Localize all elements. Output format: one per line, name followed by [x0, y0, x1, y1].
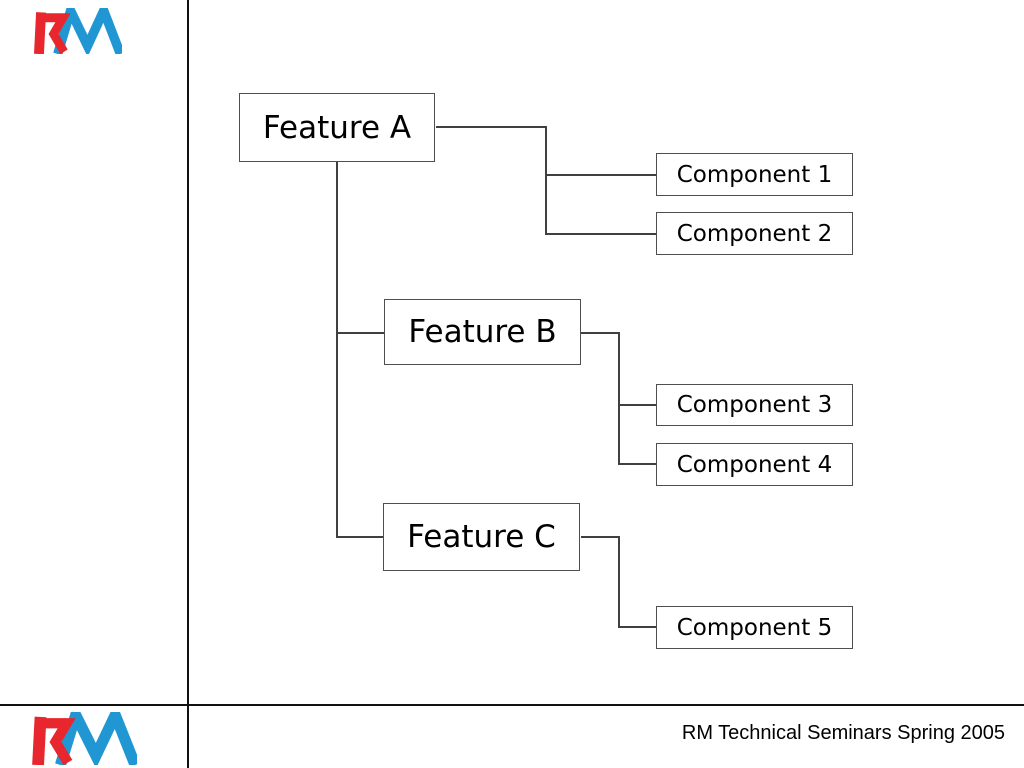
- connector-component-5-stub: [618, 626, 656, 628]
- rm-logo-r-stem: [34, 12, 47, 54]
- node-component-1-label: Component 1: [676, 161, 833, 188]
- rm-logo-m-shape: [55, 712, 137, 765]
- rm-logo-icon: [32, 712, 137, 765]
- connector-feature-c-drop: [618, 536, 620, 628]
- node-component-5-label: Component 5: [676, 614, 833, 641]
- node-feature-a-label: Feature A: [262, 109, 412, 146]
- connector-feature-a-right: [436, 126, 546, 128]
- node-feature-b: Feature B: [384, 299, 581, 365]
- node-component-3-label: Component 3: [676, 392, 833, 418]
- node-component-4-label: Component 4: [676, 451, 833, 478]
- rm-logo-icon: [34, 8, 122, 54]
- connector-component-4-stub: [618, 463, 656, 465]
- connector-feature-c-right: [581, 536, 619, 538]
- node-feature-b-label: Feature B: [408, 314, 557, 350]
- node-component-2: Component 2: [656, 212, 853, 255]
- node-component-4: Component 4: [656, 443, 853, 486]
- node-feature-c: Feature C: [383, 503, 580, 571]
- connector-feature-b-right: [581, 332, 619, 334]
- footer-caption: RM Technical Seminars Spring 2005: [681, 722, 1005, 744]
- node-component-3: Component 3: [656, 384, 853, 426]
- node-component-5: Component 5: [656, 606, 853, 649]
- node-feature-c-label: Feature C: [407, 519, 556, 555]
- connector-feature-b-stub: [337, 332, 384, 334]
- rm-logo-m-shape: [53, 8, 122, 54]
- connector-component-1-stub: [545, 174, 656, 176]
- node-feature-a: Feature A: [239, 93, 435, 162]
- connector-feature-c-stub: [337, 536, 383, 538]
- node-component-2-label: Component 2: [676, 220, 833, 247]
- connector-feature-trunk: [336, 162, 338, 538]
- connector-feature-a-drop: [545, 126, 547, 235]
- footer-rule: [0, 704, 1024, 706]
- connector-component-2-stub: [545, 233, 656, 235]
- rm-logo-r-stem: [32, 716, 47, 765]
- rm-logo-r-arm: [44, 13, 71, 54]
- rm-logo-r-arm: [44, 718, 76, 765]
- left-margin-rule: [187, 0, 189, 768]
- connector-component-3-stub: [618, 404, 656, 406]
- connector-feature-b-drop: [618, 332, 620, 465]
- node-component-1: Component 1: [656, 153, 853, 196]
